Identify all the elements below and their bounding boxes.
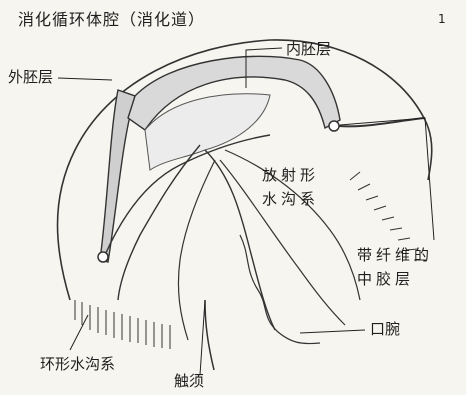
leader-mesoglea (340, 118, 434, 240)
inner-v-right (220, 160, 345, 325)
label-manubrium: 口腕 (370, 320, 400, 338)
label-ring-canal: 环形水沟系 (40, 355, 115, 373)
leader-tentacle (200, 300, 205, 375)
inner-v-left (178, 160, 215, 340)
label-tentacle: 触须 (174, 372, 204, 390)
tentacle (205, 300, 214, 370)
label-ectoderm: 外胚层 (8, 68, 53, 86)
oral-arm (240, 235, 320, 344)
radial-canal-end (329, 121, 339, 131)
label-mesoglea-line1: 带纤维的 (357, 246, 433, 264)
ring-canal-end (98, 252, 108, 262)
leader-ectoderm (58, 78, 112, 80)
label-mesoglea-line2: 中胶层 (357, 270, 414, 288)
label-endoderm: 内胚层 (286, 40, 331, 58)
page-number: 1 (438, 12, 446, 26)
leader-ring-canal (70, 315, 88, 350)
diagram-title: 消化循环体腔（消化道） (18, 10, 205, 29)
label-radial-canal-line1: 放射形 (262, 166, 319, 184)
label-radial-canal-line2: 水沟系 (262, 190, 319, 208)
manubrium-left-wall (118, 145, 200, 300)
velum-fringe (75, 300, 170, 349)
leader-manubrium (300, 330, 365, 333)
